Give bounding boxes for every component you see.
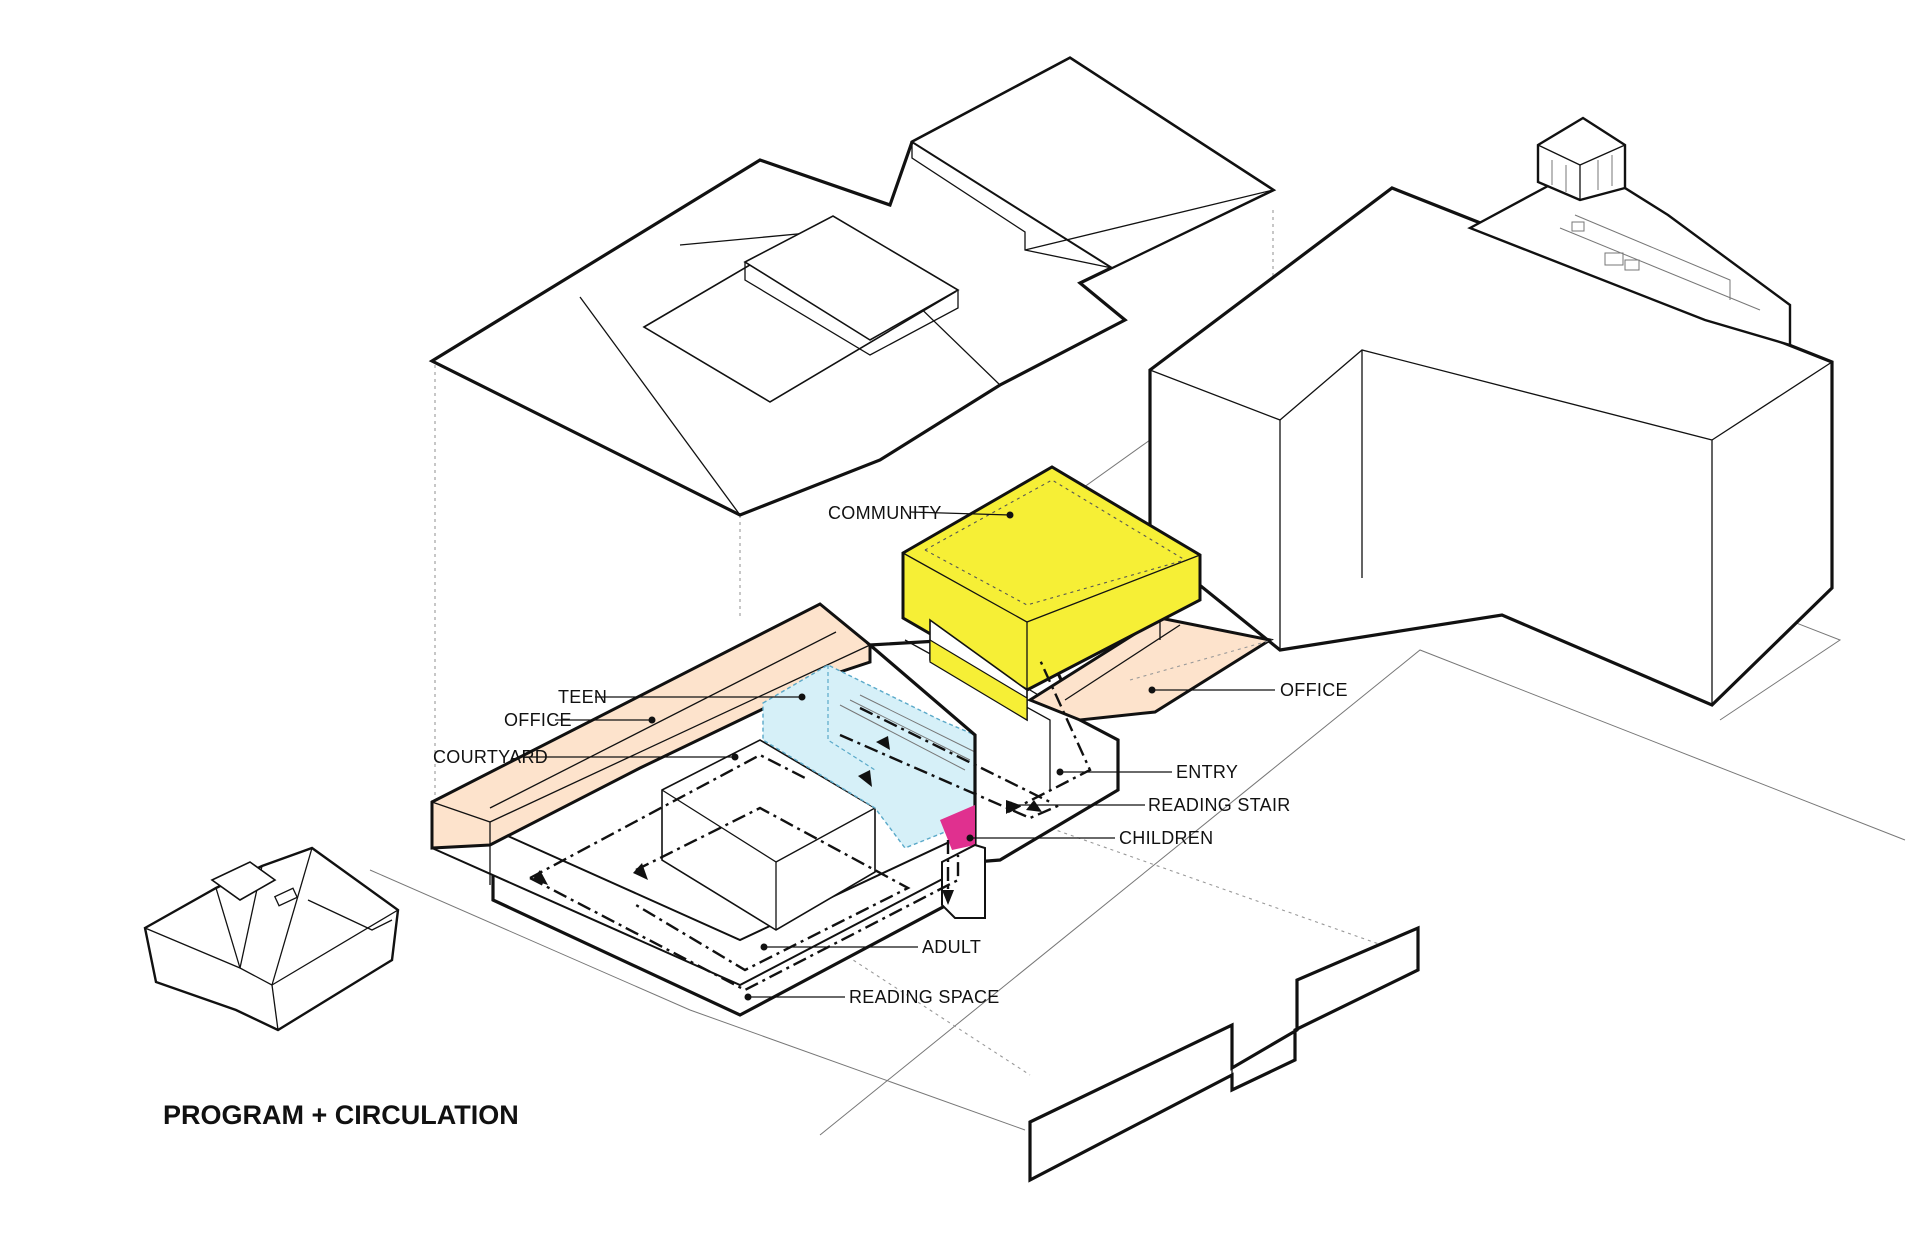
label-adult: ADULT (922, 937, 981, 957)
circulation-paths (529, 659, 1092, 992)
community-lower-band (929, 638, 1028, 722)
label-community: COMMUNITY (828, 503, 942, 523)
children-leader-dot (966, 834, 974, 842)
label-children: CHILDREN (1119, 828, 1213, 848)
adult-leader-dot (760, 943, 768, 951)
office-left-leader-dot (648, 716, 656, 724)
community-leader-dot (1006, 511, 1014, 519)
community-block (901, 465, 1202, 692)
label-office-right: OFFICE (1280, 680, 1348, 700)
entry-leader-dot (1056, 768, 1064, 776)
label-reading-space: READING SPACE (849, 987, 1000, 1007)
neighbor-house-west (143, 846, 400, 1032)
diagram-title: PROGRAM + CIRCULATION (163, 1100, 519, 1130)
neighbor-building-south (1028, 925, 1420, 1183)
reading-space-leader-dot (744, 993, 752, 1001)
library-building (430, 465, 1274, 1017)
reading-stair-leader-dot (1006, 801, 1014, 809)
neighbor-building-north (428, 56, 1277, 517)
teen-leader-dot (798, 693, 806, 701)
leader-lines (518, 511, 1275, 1001)
program-labels: COMMUNITY TEEN OFFICE COURTYARD OFFICE E… (433, 503, 1348, 1007)
children-zone (940, 805, 975, 850)
courtyard-leader-dot (731, 753, 739, 761)
label-reading-stair: READING STAIR (1148, 795, 1291, 815)
label-courtyard: COURTYARD (433, 747, 548, 767)
label-entry: ENTRY (1176, 762, 1238, 782)
neighbor-building-church (1467, 116, 1792, 347)
office-right-leader-dot (1148, 686, 1156, 694)
label-teen: TEEN (558, 687, 607, 707)
label-office-left: OFFICE (504, 710, 572, 730)
